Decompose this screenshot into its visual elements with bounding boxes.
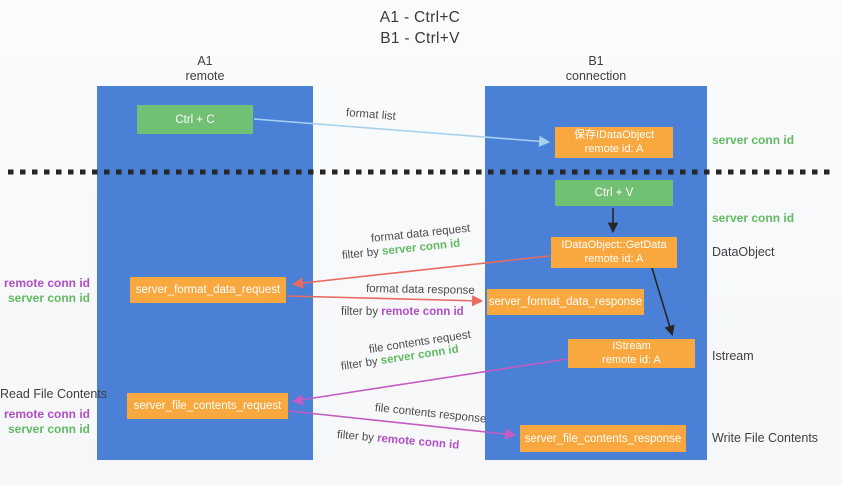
column-a-id: A1 bbox=[197, 54, 213, 68]
server-file-contents-request-label: server_file_contents_request bbox=[133, 400, 282, 412]
filter-by-text: filter by bbox=[341, 306, 382, 318]
server-conn-id-annotation-4: server conn id bbox=[7, 421, 90, 436]
idataobject-getdata-node: IDataObject::GetData remote id: A bbox=[551, 237, 677, 268]
left-conn-id-group-2: remote conn id server conn id bbox=[0, 407, 90, 436]
column-b-id: B1 bbox=[588, 54, 604, 68]
filter-by-text: filter by bbox=[336, 429, 378, 445]
format-data-response-edge-label: format data response bbox=[365, 283, 475, 297]
istream-annotation: Istream bbox=[712, 349, 754, 363]
filter-by-text: filter by bbox=[341, 245, 383, 262]
title-line-2: B1 - Ctrl+V bbox=[380, 30, 460, 47]
server-format-data-request-label: server_format_data_request bbox=[135, 284, 281, 296]
ctrl-c-node: Ctrl + C bbox=[137, 105, 253, 134]
column-b-name: connection bbox=[565, 69, 627, 83]
title-line-1: A1 - Ctrl+C bbox=[379, 9, 461, 26]
server-format-data-response-label: server_format_data_response bbox=[488, 296, 643, 308]
save-dataobject-line1: 保存IDataObject bbox=[573, 129, 655, 141]
server-conn-id-annotation-2: server conn id bbox=[712, 211, 795, 225]
column-b-header: B1 connection bbox=[485, 54, 707, 84]
server-format-data-request-node: server_format_data_request bbox=[130, 277, 286, 303]
istream-line2: remote id: A bbox=[602, 353, 661, 366]
server-conn-id-annotation-3: server conn id bbox=[7, 290, 90, 305]
server-file-contents-response-label: server_file_contents_response bbox=[524, 432, 682, 445]
remote-conn-id-text: remote conn id bbox=[381, 306, 464, 318]
server-format-data-response-node: server_format_data_response bbox=[487, 289, 644, 315]
ctrl-v-node: Ctrl + V bbox=[555, 180, 673, 206]
save-dataobject-line2: remote id: A bbox=[584, 142, 644, 155]
write-file-contents-annotation: Write File Contents bbox=[712, 431, 819, 445]
column-a-name: remote bbox=[185, 69, 225, 83]
getdata-line1: IDataObject::GetData bbox=[561, 239, 667, 251]
filter-by-remote-conn-id-label-2: filter by remote conn id bbox=[336, 429, 459, 452]
istream-line1: IStream bbox=[612, 340, 651, 352]
remote-conn-id-annotation-1: remote conn id bbox=[3, 276, 90, 290]
left-conn-id-group-1: remote conn id server conn id bbox=[0, 276, 90, 305]
read-file-contents-annotation: Read File Contents bbox=[0, 387, 108, 401]
istream-node: IStream remote id: A bbox=[568, 339, 695, 368]
getdata-line2: remote id: A bbox=[584, 252, 644, 265]
server-conn-id-annotation-1: server conn id bbox=[712, 133, 795, 147]
diagram-title: A1 - Ctrl+C B1 - Ctrl+V bbox=[300, 7, 540, 49]
file-contents-response-edge-label: file contents response bbox=[374, 402, 487, 426]
column-a-header: A1 remote bbox=[97, 54, 313, 84]
remote-conn-id-text: remote conn id bbox=[376, 432, 460, 452]
ctrl-c-label: Ctrl + C bbox=[175, 113, 215, 126]
filter-by-text: filter by bbox=[340, 355, 382, 373]
format-list-edge-label: format list bbox=[345, 107, 397, 123]
filter-by-remote-conn-id-label-1: filter by remote conn id bbox=[341, 306, 464, 318]
server-file-contents-response-node: server_file_contents_response bbox=[520, 425, 686, 452]
server-file-contents-request-node: server_file_contents_request bbox=[127, 393, 288, 419]
dataobject-annotation: DataObject bbox=[712, 245, 775, 259]
save-dataobject-node: 保存IDataObject remote id: A bbox=[555, 127, 673, 158]
ctrl-v-label: Ctrl + V bbox=[594, 187, 634, 199]
remote-conn-id-annotation-2: remote conn id bbox=[3, 407, 90, 421]
format-data-response-arrow bbox=[286, 295, 484, 307]
